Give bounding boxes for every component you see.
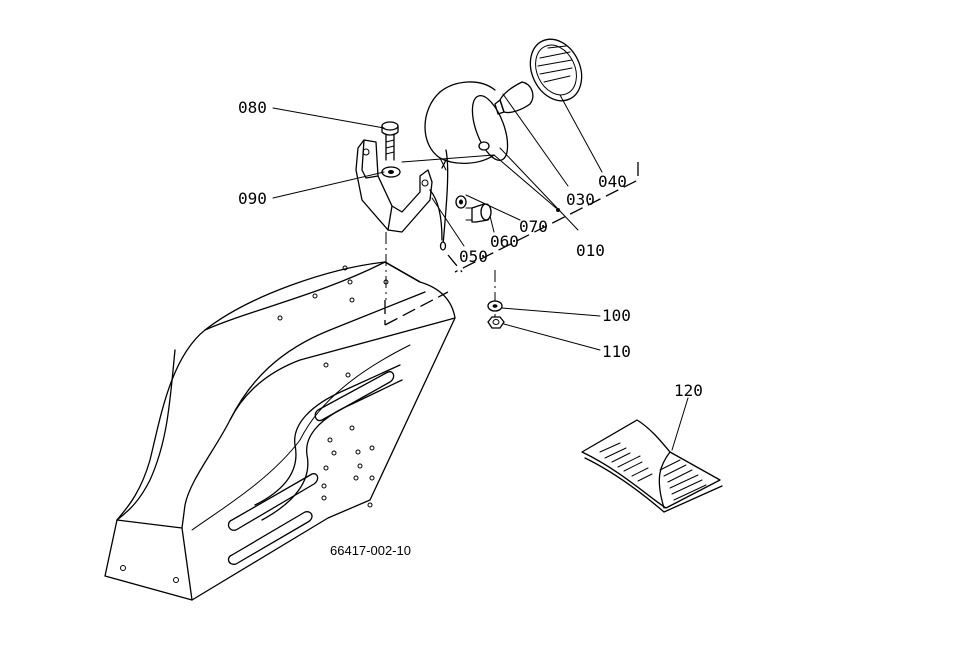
small-bolt (465, 203, 492, 223)
lens (529, 38, 583, 102)
drawing-number: 66417-002-10 (330, 543, 411, 558)
callout-030: 030 (566, 190, 595, 209)
callout-050: 050 (459, 247, 488, 266)
bulb (494, 81, 534, 115)
bracket (355, 139, 449, 251)
callout-070: 070 (519, 217, 548, 236)
callout-060: 060 (490, 232, 519, 251)
nut (487, 316, 505, 329)
callout-110: 110 (602, 342, 631, 361)
manual (581, 419, 723, 513)
washer-100 (487, 300, 503, 312)
callout-090: 090 (238, 189, 267, 208)
callout-080: 080 (238, 98, 267, 117)
assembly-lines (384, 162, 639, 330)
callout-120: 120 (674, 381, 703, 400)
callout-040: 040 (598, 172, 627, 191)
callout-010: 010 (576, 241, 605, 260)
bolt (381, 121, 399, 161)
washer (381, 166, 401, 178)
lock-washer (455, 195, 467, 209)
leader-lines (272, 93, 689, 451)
headlight-assembly (424, 81, 509, 171)
fender (104, 261, 456, 601)
callout-100: 100 (602, 306, 631, 325)
